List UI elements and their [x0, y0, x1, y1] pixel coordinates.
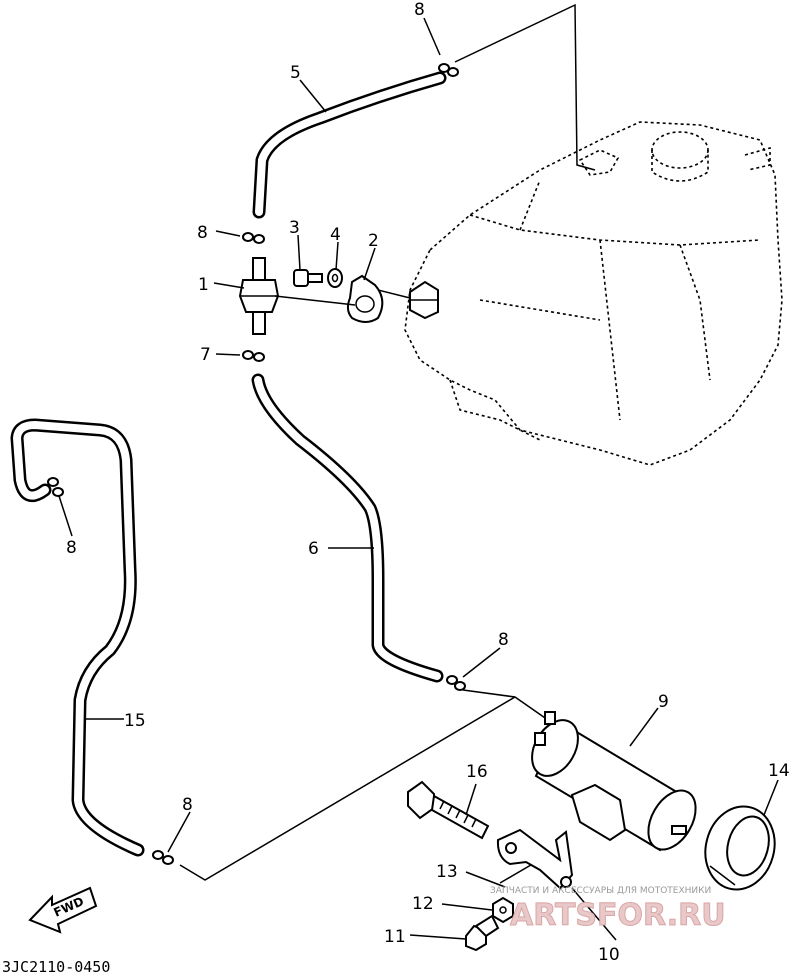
label-2: 2	[368, 231, 379, 251]
label-8-upper: 8	[197, 223, 208, 243]
diagram-code: 3JC2110-0450	[2, 958, 110, 976]
fwd-arrow: FWD	[28, 886, 98, 934]
bolt-11	[465, 914, 500, 952]
fuel-pump	[531, 711, 697, 852]
leader-lines	[58, 17, 779, 941]
clamp-to-bracket-line	[377, 289, 411, 299]
fuel-filter	[238, 257, 280, 335]
label-15: 15	[124, 711, 146, 731]
clip-8-bottom	[152, 850, 174, 865]
watermark-tagline: ЗАПЧАСТИ И АКСЕССУАРЫ ДЛЯ МОТОТЕХНИКИ	[490, 886, 711, 896]
fuel-tank	[404, 121, 783, 466]
label-7: 7	[200, 345, 211, 365]
label-11: 11	[384, 927, 406, 947]
clip-8-mid	[446, 675, 466, 691]
clip-8-top	[438, 63, 459, 77]
hose-15	[10, 418, 145, 857]
label-8-left: 8	[66, 538, 77, 558]
tank-bracket	[409, 280, 439, 320]
label-10: 10	[598, 945, 620, 965]
clip-8-upper	[242, 232, 265, 244]
pump-cover	[704, 805, 776, 891]
hose-5	[252, 71, 447, 219]
watermark-site: ARTSFOR.RU	[510, 898, 726, 933]
label-16: 16	[466, 762, 488, 782]
clip-8-left	[47, 477, 64, 497]
label-5: 5	[290, 63, 301, 83]
watermark: ЗАПЧАСТИ И АКСЕССУАРЫ ДЛЯ МОТОТЕХНИКИ AR…	[490, 886, 726, 934]
bolt-16	[407, 780, 490, 840]
label-1: 1	[198, 275, 209, 295]
filter-to-clamp-line	[274, 295, 356, 306]
clip-7	[242, 350, 265, 362]
bolt-3	[293, 269, 323, 287]
label-3: 3	[289, 218, 300, 238]
label-12: 12	[412, 894, 434, 914]
label-8-mid: 8	[498, 630, 509, 650]
label-9: 9	[658, 692, 669, 712]
label-8-bottom: 8	[182, 795, 193, 815]
part-labels: 8 5 8 3 4 2 1 7 8 6 8 9 15 16 14 8 13 12…	[66, 0, 790, 965]
label-14: 14	[768, 761, 790, 781]
label-4: 4	[330, 225, 341, 245]
washer-4	[327, 268, 343, 288]
bracket-10	[496, 828, 574, 890]
label-8-top: 8	[414, 0, 425, 20]
label-13: 13	[436, 862, 458, 882]
clamp-2	[346, 274, 384, 323]
hose-6	[251, 373, 444, 683]
label-6: 6	[308, 539, 319, 559]
